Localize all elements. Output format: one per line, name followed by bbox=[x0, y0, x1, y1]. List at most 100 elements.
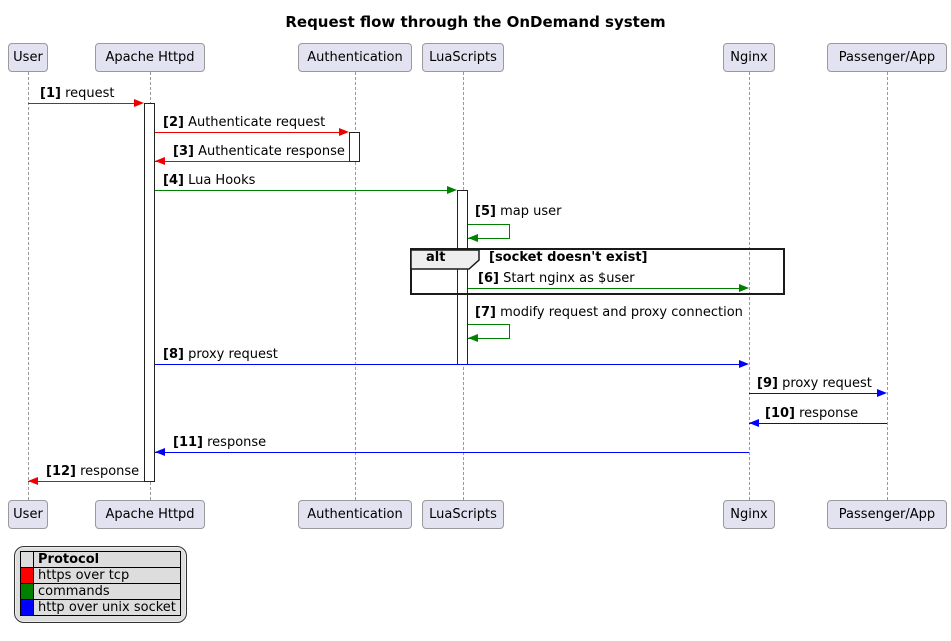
arrow-head-right bbox=[447, 186, 457, 194]
message-seq: [12] bbox=[46, 464, 76, 479]
message-12-label: [12] response bbox=[46, 464, 139, 479]
participant-authentication-top: Authentication bbox=[298, 43, 412, 72]
message-text: modify request and proxy connection bbox=[500, 305, 743, 320]
message-seq: [2] bbox=[163, 115, 184, 130]
participant-label: Nginx bbox=[730, 507, 768, 522]
alt-fragment bbox=[410, 248, 785, 295]
participant-user-bottom: User bbox=[8, 500, 48, 529]
message-text: map user bbox=[500, 204, 562, 219]
message-text: response bbox=[80, 464, 140, 479]
message-text: Lua Hooks bbox=[188, 173, 256, 188]
arrow-head-left bbox=[749, 419, 759, 427]
message-text: proxy request bbox=[782, 376, 872, 391]
message-seq: [8] bbox=[163, 347, 184, 362]
participant-label: Passenger/App bbox=[838, 50, 936, 65]
legend-item-label: commands bbox=[33, 583, 181, 600]
legend-item-label: http over unix socket bbox=[33, 599, 181, 616]
legend-swatch-blue bbox=[20, 599, 34, 616]
participant-passenger-app-bottom: Passenger/App bbox=[827, 500, 947, 529]
message-8-label: [8] proxy request bbox=[163, 347, 278, 362]
participant-label: Apache Httpd bbox=[105, 50, 195, 65]
message-6-label: [6] Start nginx as $user bbox=[478, 271, 635, 286]
participant-label: Passenger/App bbox=[838, 507, 936, 522]
legend-item-row: http over unix socket bbox=[20, 599, 181, 616]
arrow-line bbox=[155, 132, 341, 133]
participant-label: User bbox=[13, 50, 43, 65]
arrow-head-right bbox=[739, 284, 749, 292]
participant-nginx-top: Nginx bbox=[723, 43, 775, 72]
participant-apache-httpd-top: Apache Httpd bbox=[95, 43, 205, 72]
activation-authentication bbox=[349, 132, 360, 162]
message-seq: [1] bbox=[40, 86, 61, 101]
participant-label: User bbox=[13, 507, 43, 522]
arrow-head-left bbox=[155, 157, 165, 165]
message-text: request bbox=[65, 86, 115, 101]
message-1-label: [1] request bbox=[40, 86, 115, 101]
message-10-label: [10] response bbox=[765, 406, 858, 421]
arrow-head-right bbox=[339, 128, 349, 136]
legend-item-label: https over tcp bbox=[33, 567, 181, 584]
arrow-line bbox=[28, 103, 136, 104]
arrow-line bbox=[155, 364, 741, 365]
arrow-line bbox=[155, 161, 349, 162]
arrow-head-left bbox=[28, 477, 38, 485]
self-loop bbox=[468, 224, 510, 239]
legend-table: Protocol https over tcp commands http ov… bbox=[20, 551, 181, 616]
arrow-head-right bbox=[134, 99, 144, 107]
arrow-line bbox=[155, 190, 449, 191]
arrow-line bbox=[155, 452, 749, 453]
message-3-label: [3] Authenticate response bbox=[173, 144, 345, 159]
message-text: Authenticate response bbox=[198, 144, 345, 159]
message-text: Start nginx as $user bbox=[503, 271, 635, 286]
arrow-head-left bbox=[468, 234, 478, 242]
participant-label: Apache Httpd bbox=[105, 507, 195, 522]
message-9-label: [9] proxy request bbox=[757, 376, 872, 391]
arrow-head-right bbox=[739, 360, 749, 368]
arrow-line bbox=[749, 423, 887, 424]
arrow-head-right bbox=[877, 389, 887, 397]
lifeline-user bbox=[28, 72, 29, 500]
message-text: response bbox=[207, 435, 267, 450]
self-loop bbox=[468, 324, 510, 339]
message-2-label: [2] Authenticate request bbox=[163, 115, 325, 130]
participant-authentication-bottom: Authentication bbox=[298, 500, 412, 529]
message-seq: [11] bbox=[173, 435, 203, 450]
message-seq: [5] bbox=[475, 204, 496, 219]
arrow-line bbox=[749, 393, 879, 394]
alt-condition: [socket doesn't exist] bbox=[489, 250, 648, 265]
participant-luascripts-top: LuaScripts bbox=[422, 43, 504, 72]
message-seq: [7] bbox=[475, 305, 496, 320]
diagram-title: Request flow through the OnDemand system bbox=[285, 13, 666, 31]
participant-luascripts-bottom: LuaScripts bbox=[422, 500, 504, 529]
message-text: Authenticate request bbox=[188, 115, 326, 130]
message-seq: [3] bbox=[173, 144, 194, 159]
message-text: proxy request bbox=[188, 347, 278, 362]
lifeline-nginx bbox=[749, 72, 750, 500]
participant-label: Authentication bbox=[307, 50, 403, 65]
arrow-line bbox=[468, 288, 741, 289]
participant-label: Authentication bbox=[307, 507, 403, 522]
legend-header-row: Protocol bbox=[20, 551, 181, 568]
legend-item-row: commands bbox=[20, 583, 181, 600]
legend-swatch-green bbox=[20, 583, 34, 600]
alt-operator-label: alt bbox=[426, 250, 446, 265]
message-seq: [9] bbox=[757, 376, 778, 391]
message-4-label: [4] Lua Hooks bbox=[163, 173, 255, 188]
lifeline-authentication bbox=[355, 72, 356, 500]
message-seq: [4] bbox=[163, 173, 184, 188]
message-seq: [6] bbox=[478, 271, 499, 286]
alt-operator-pentagon bbox=[411, 249, 480, 270]
arrow-head-left bbox=[155, 448, 165, 456]
participant-apache-httpd-bottom: Apache Httpd bbox=[95, 500, 205, 529]
legend-item-row: https over tcp bbox=[20, 567, 181, 584]
message-5-label: [5] map user bbox=[475, 204, 561, 219]
participant-label: Nginx bbox=[730, 50, 768, 65]
legend-title: Protocol bbox=[33, 551, 181, 568]
participant-label: LuaScripts bbox=[429, 507, 497, 522]
arrow-head-left bbox=[468, 334, 478, 342]
participant-user-top: User bbox=[8, 43, 48, 72]
lifeline-passenger-app bbox=[887, 72, 888, 500]
message-seq: [10] bbox=[765, 406, 795, 421]
message-text: response bbox=[799, 406, 859, 421]
participant-nginx-bottom: Nginx bbox=[723, 500, 775, 529]
